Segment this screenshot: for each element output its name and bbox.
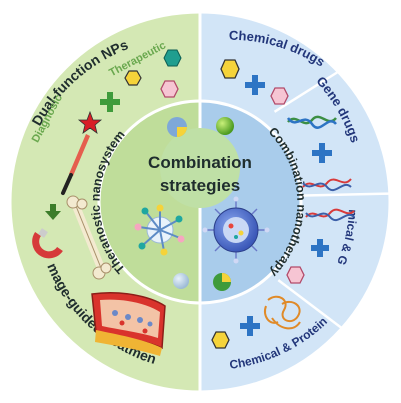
center-title-line1: Combination [148, 153, 252, 172]
chemical-drugs-yellow-hexagon-icon [220, 59, 240, 79]
laser-pointer-icon [61, 134, 90, 195]
dna-helix-icon [286, 115, 337, 129]
pink-hexagon-icon [160, 80, 179, 98]
red-star-icon [77, 110, 103, 134]
chemical-drugs-cross-icon [245, 75, 265, 95]
chemical-gene-pink-hexagon-icon [286, 266, 305, 284]
chemical-protein-cross-icon [240, 316, 260, 336]
sector-dividers [273, 67, 390, 330]
chemical-drugs-pink-hexagon-icon [270, 87, 289, 105]
chemical-gene-dna-icon [305, 208, 355, 222]
green-sphere-icon [216, 117, 234, 135]
down-arrow-icon [45, 204, 61, 220]
green-cross-icon [100, 92, 120, 112]
chemical-protein-yellow-hexagon-icon [211, 331, 230, 349]
yellow-hexagon-icon [124, 70, 142, 86]
chemical-gene-cross-icon [311, 239, 329, 257]
protein-structure-icon [264, 295, 301, 330]
blue-sphere-icon [173, 273, 189, 289]
gene-drugs-cross-icon [312, 143, 332, 163]
pie-fragment-icon [167, 117, 187, 137]
bone-icon [66, 195, 112, 280]
rna-strand-icon [302, 178, 352, 192]
theranostic-nanoparticle-icon [134, 204, 185, 256]
combination-nanoparticle-icon [202, 196, 270, 264]
blood-vessel-icon [91, 291, 166, 356]
pie-chart-icon [213, 273, 231, 291]
magnet-icon [32, 228, 63, 259]
teal-hexagon-icon [163, 49, 182, 67]
center-title-line2: strategies [160, 176, 240, 195]
center-disc [160, 128, 240, 208]
